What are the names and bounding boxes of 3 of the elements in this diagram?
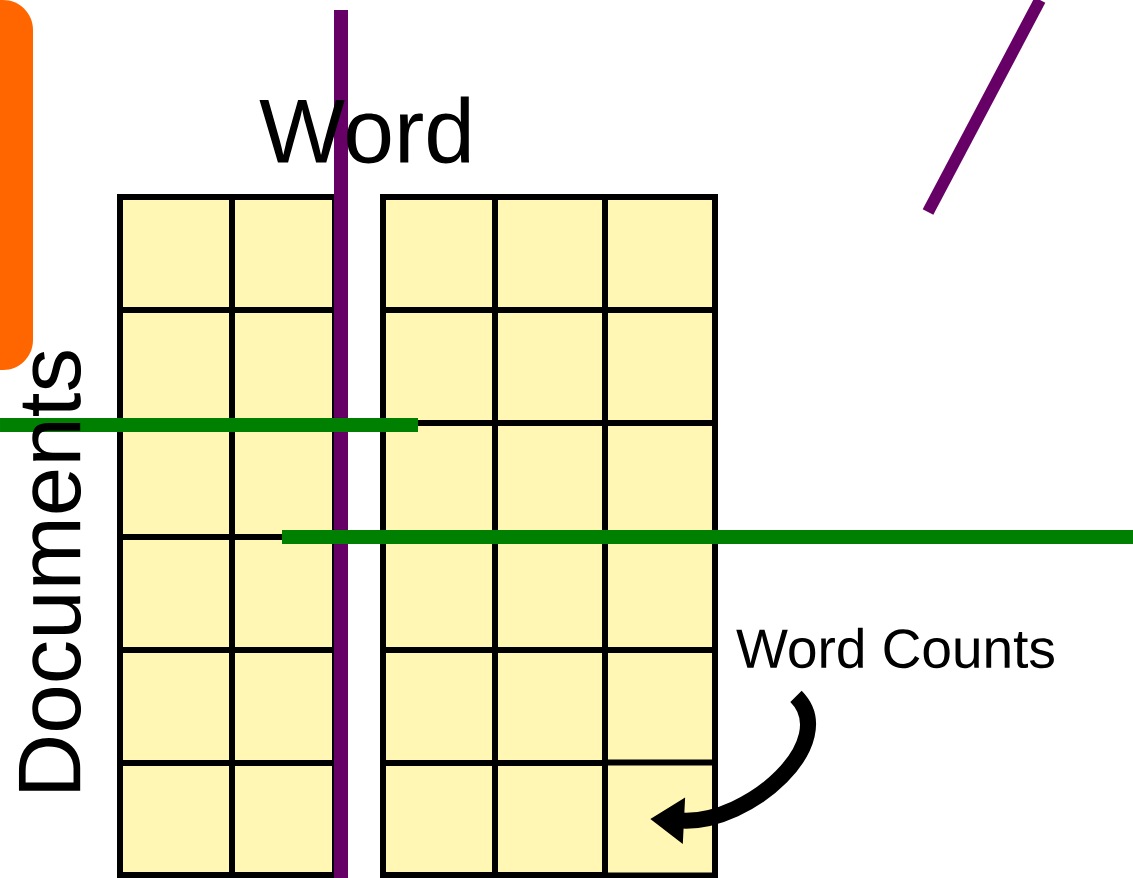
axis-title: Documents: [18, 351, 82, 791]
text-label: Word Counts: [736, 627, 1054, 669]
grid-cell: [602, 759, 718, 878]
